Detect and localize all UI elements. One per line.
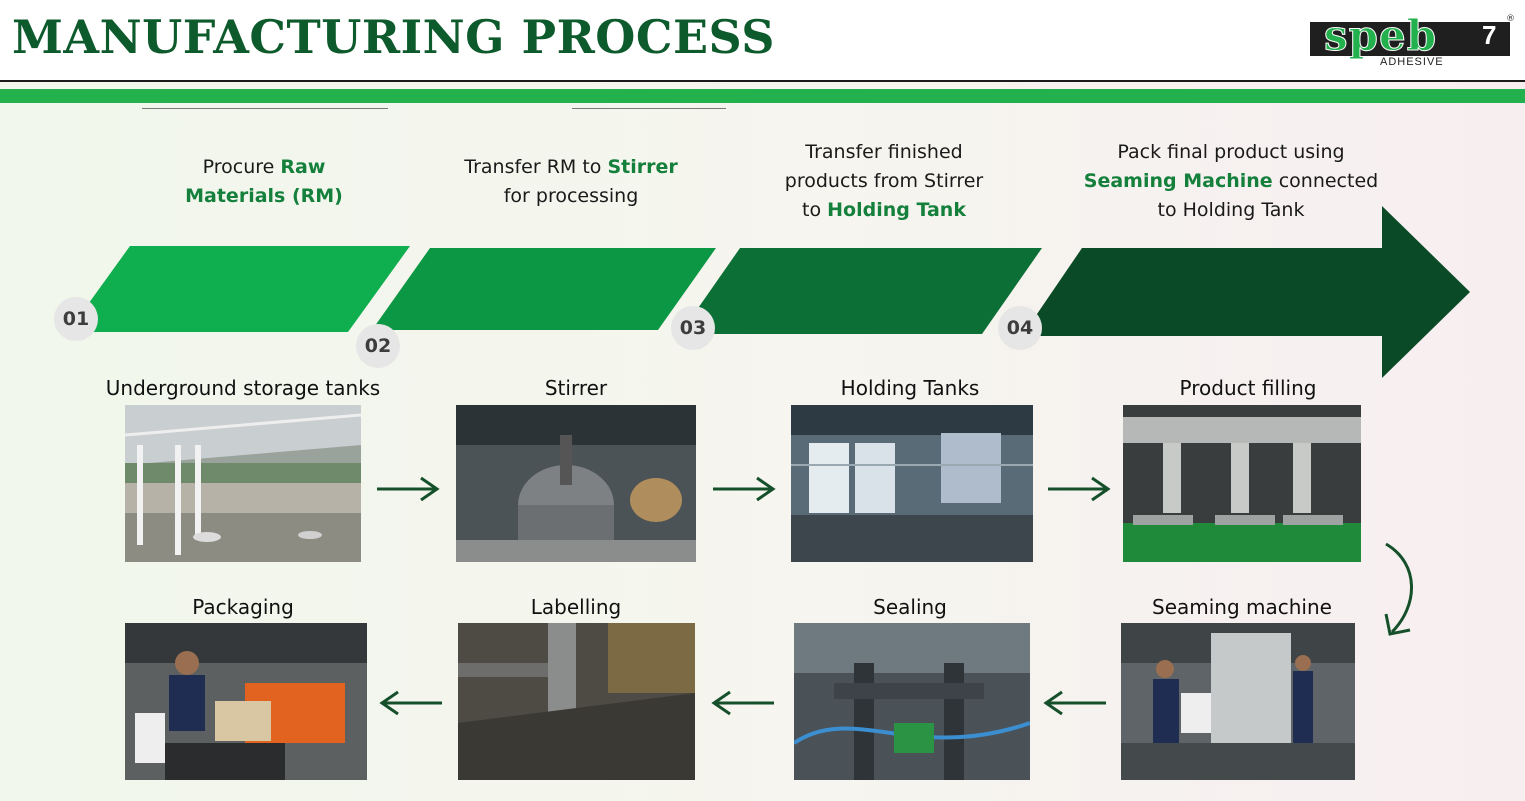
step-plain-text: to <box>802 199 828 221</box>
step-highlight-text: Materials (RM) <box>185 185 343 207</box>
logo-registered-mark: ® <box>1506 14 1515 24</box>
green-band <box>0 89 1525 103</box>
caption-labelling: Labelling <box>530 595 622 619</box>
step-4-badge: 04 <box>998 306 1042 350</box>
photo-product-filling <box>1123 405 1361 562</box>
arrow-left-icon <box>711 690 774 716</box>
caption-sealing: Sealing <box>873 595 947 619</box>
step-highlight-text: Holding Tank <box>827 199 966 221</box>
step-plain-text: to Holding Tank <box>1157 199 1305 221</box>
step-3-badge: 03 <box>671 306 715 350</box>
arrow-right-icon <box>1048 476 1111 502</box>
company-logo: speb 7 ADHESIVE ® <box>1310 11 1515 70</box>
curved-arrow-down-icon <box>1384 542 1413 636</box>
photo-storage-tanks <box>125 405 361 562</box>
caption-stirrer: Stirrer <box>544 376 608 400</box>
arrow-right-icon <box>377 476 440 502</box>
step-plain-text: for processing <box>503 185 639 207</box>
decorative-line <box>142 108 388 109</box>
caption-holding-tanks: Holding Tanks <box>840 376 980 400</box>
caption-seaming-machine: Seaming machine <box>1152 595 1332 619</box>
step-2-chevron <box>372 248 716 330</box>
caption-packaging: Packaging <box>192 595 294 619</box>
logo-seven: 7 <box>1482 20 1497 50</box>
step-plain-text: products from Stirrer <box>784 170 984 192</box>
step-2-badge: 02 <box>356 324 400 368</box>
step-plain-text: Transfer finished <box>805 141 963 163</box>
step-2-text: Transfer RM to Stirrer for processing <box>446 153 696 211</box>
step-4-arrow <box>1022 206 1470 378</box>
step-1-badge: 01 <box>54 297 98 341</box>
arrow-left-icon <box>379 690 442 716</box>
photo-seaming-machine <box>1121 623 1355 780</box>
caption-storage-tanks: Underground storage tanks <box>105 376 381 400</box>
arrow-left-icon <box>1043 690 1106 716</box>
step-plain-text: Pack final product using <box>1117 141 1345 163</box>
step-plain-text: connected <box>1272 170 1379 192</box>
decorative-line <box>572 108 726 109</box>
process-arrow-banner <box>68 206 1470 378</box>
logo-wordmark: speb <box>1323 11 1438 60</box>
caption-product-filling: Product filling <box>1179 376 1317 400</box>
step-highlight-text: Seaming Machine <box>1083 170 1273 192</box>
arrow-right-icon <box>713 476 776 502</box>
step-3-text: Transfer finished products from Stirrer to… <box>764 138 1004 225</box>
photo-labelling <box>458 623 695 780</box>
logo-subtitle: ADHESIVE <box>1380 56 1444 68</box>
header-bar <box>0 0 1525 82</box>
step-plain-text: Transfer RM to <box>464 156 608 178</box>
photo-sealing <box>794 623 1030 780</box>
header-divider <box>0 80 1525 82</box>
photo-packaging <box>125 623 367 780</box>
photo-holding-tanks <box>791 405 1033 562</box>
step-1-chevron <box>68 246 410 332</box>
page-title: MANUFACTURING PROCESS <box>12 10 775 64</box>
step-plain-text: Procure <box>202 156 281 178</box>
step-highlight-text: Raw <box>280 156 326 178</box>
logo-background <box>1310 22 1510 56</box>
step-highlight-text: Stirrer <box>607 156 678 178</box>
step-3-chevron <box>680 248 1042 334</box>
photo-stirrer <box>456 405 696 562</box>
